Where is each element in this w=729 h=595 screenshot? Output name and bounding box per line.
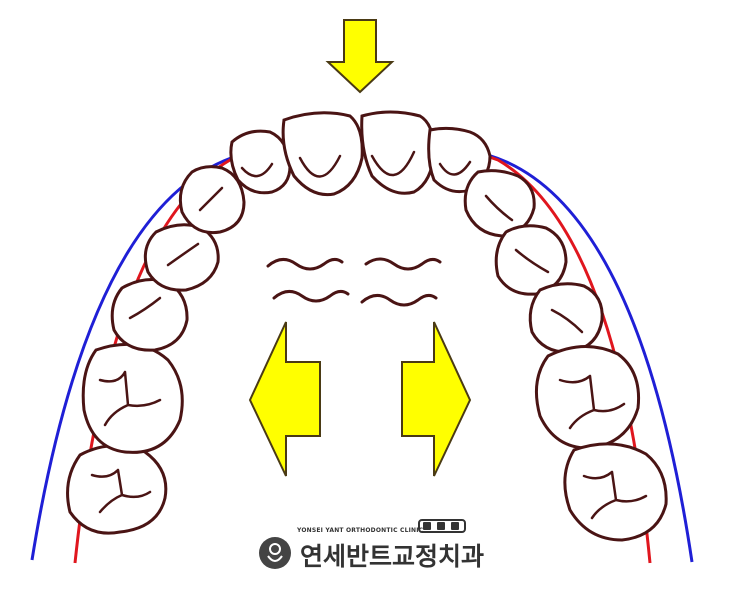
arrow-right-icon	[401, 321, 472, 477]
tooth-left-molar-2	[66, 444, 168, 535]
clinic-logo-icon	[259, 537, 291, 569]
tooth-right-central-incisor	[360, 110, 436, 195]
tooth-right-molar-1	[534, 344, 641, 450]
clinic-tagline: YONSEI YANT ORTHODONTIC CLINIC	[297, 527, 424, 534]
tooth-right-molar-2	[563, 442, 668, 542]
tooth-right-canine	[463, 169, 536, 238]
palate-ridge-upper-right	[364, 257, 442, 271]
tooth-left-premolar-1	[143, 223, 220, 292]
tooth-right-premolar-2	[528, 282, 604, 354]
tooth-left-central-incisor	[281, 111, 364, 197]
tooth-right-premolar-1	[494, 224, 568, 296]
arrow-left-icon	[248, 321, 321, 477]
clinic-name: 연세반트교정치과	[300, 542, 485, 571]
braces-icon	[418, 519, 466, 533]
tooth-left-canine	[178, 165, 246, 235]
arrow-down-icon	[325, 19, 395, 94]
tooth-left-lateral-incisor	[229, 129, 292, 195]
tooth-left-molar-1	[81, 342, 184, 454]
palate-ridge-lower-left	[272, 289, 350, 303]
palate-ridge-lower-right	[360, 293, 438, 307]
palate-ridge-upper-left	[266, 257, 344, 271]
